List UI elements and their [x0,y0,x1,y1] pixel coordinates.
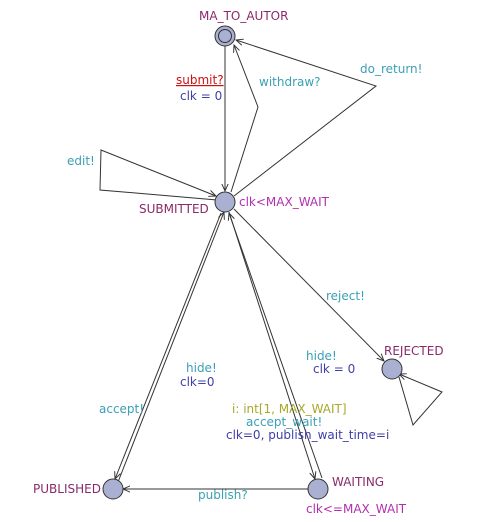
invariant-waiting: clk<=MAX_WAIT [306,502,407,516]
label-submit-sync: submit? [176,73,224,87]
label-accept-sync: accept! [99,402,144,416]
label-hide-published-sync: hide! [186,361,217,375]
location-published [102,478,124,500]
label-submitted: SUBMITTED [139,202,209,216]
invariant-submitted: clk<MAX_WAIT [239,195,330,209]
label-reject-sync: reject! [326,289,365,303]
label-hide-published-assign: clk=0 [180,375,215,389]
edge-accept-wait [228,211,315,479]
label-publish-sync: publish? [198,488,248,502]
label-do-return-sync: do_return! [360,62,422,76]
location-ma-to-autor [214,25,236,47]
edge-withdraw [230,45,259,193]
edge-rejected-loop [399,374,443,427]
label-published: PUBLISHED [33,482,101,496]
label-hide-rejected-assign: clk = 0 [313,362,355,376]
label-edit-sync: edit! [67,154,95,168]
edge-reject [233,208,384,361]
label-accept-wait-assign: clk=0, publish_wait_time=i [226,428,389,442]
label-hide-rejected-sync: hide! [306,349,337,363]
edge-hide-published [117,212,224,483]
label-withdraw-sync: withdraw? [259,75,321,89]
label-accept-wait-sync: accept_wait! [246,415,322,429]
label-ma-to-autor: MA_TO_AUTOR [199,9,288,23]
label-accept-wait-select: i: int[1, MAX_WAIT] [232,402,347,416]
location-submitted [214,191,236,213]
edge-accept [115,212,222,479]
label-submit-assign: clk = 0 [180,89,222,103]
location-rejected [381,358,403,380]
label-rejected: REJECTED [384,344,444,358]
edge-do-return [233,40,378,197]
edge-hide-waiting [229,213,323,479]
label-waiting: WAITING [332,475,384,489]
location-waiting [307,478,329,500]
edge-edit [99,149,217,201]
